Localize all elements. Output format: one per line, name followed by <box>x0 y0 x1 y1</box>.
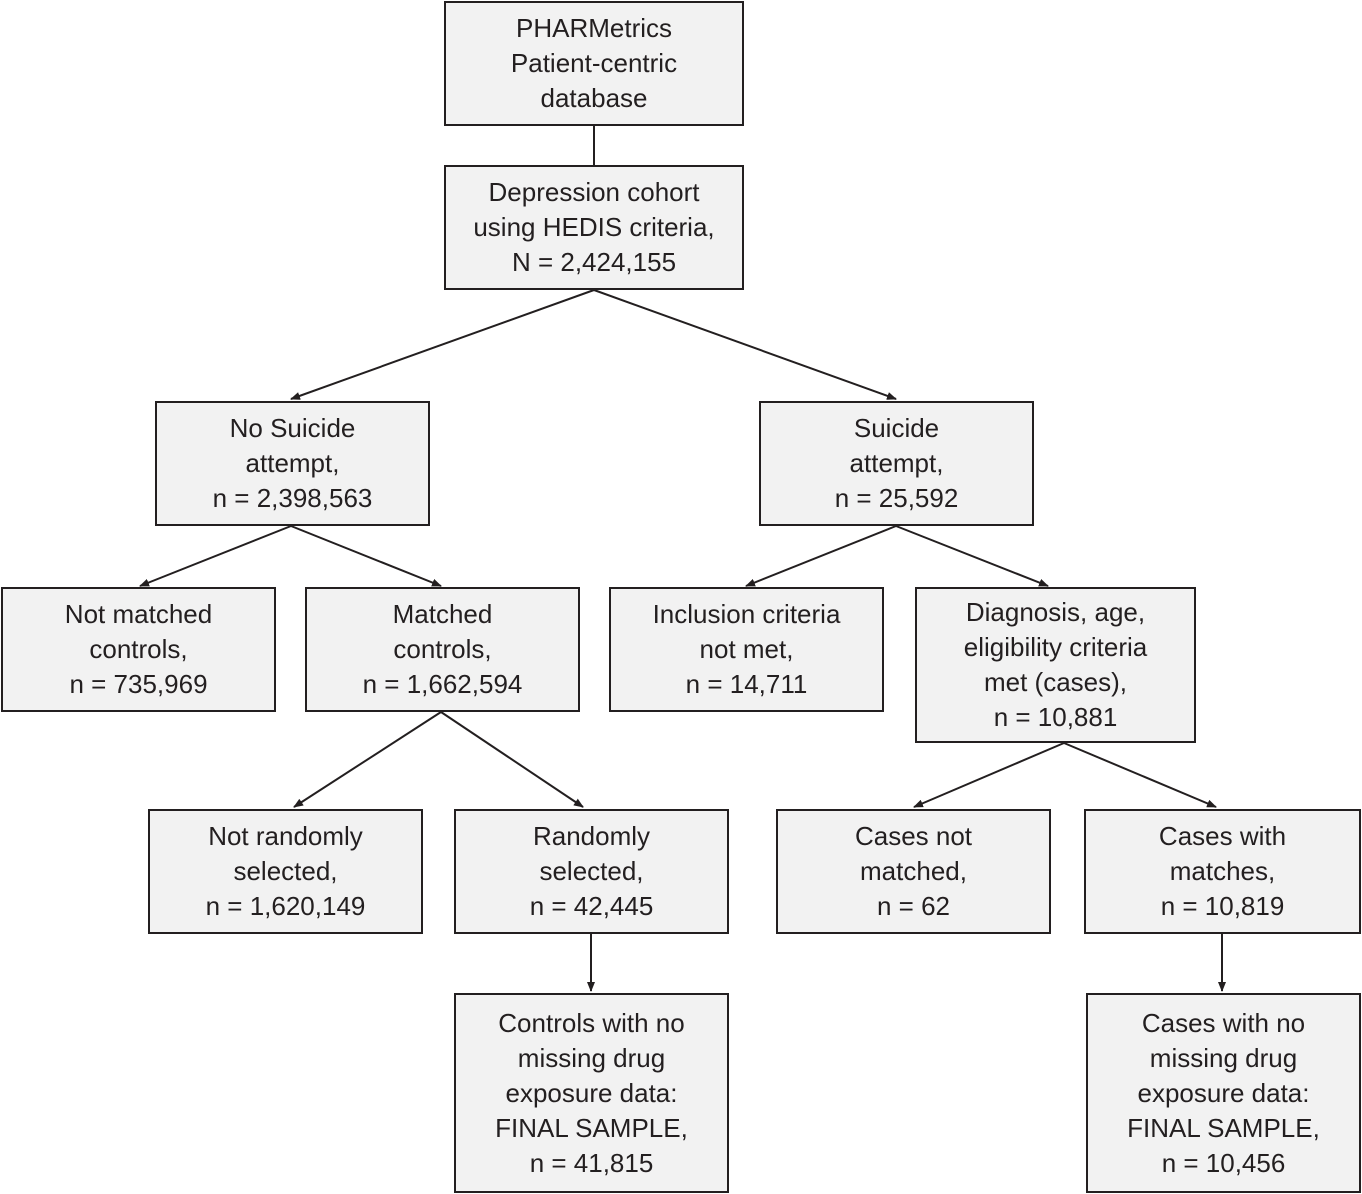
node-text-line: N = 2,424,155 <box>511 247 677 277</box>
node-randomly-selected: Randomly selected, n = 42,445 <box>454 809 729 934</box>
node-text-line: n = 14,711 <box>685 669 808 699</box>
node-text-line: Not randomly <box>208 821 363 851</box>
node-cases-final-sample: Cases with no missing drug exposure data… <box>1086 993 1361 1193</box>
node-text-line: FINAL SAMPLE, <box>495 1112 688 1143</box>
node-text-line: n = 1,620,149 <box>205 891 366 921</box>
node-text-line: n = 25,592 <box>834 483 959 513</box>
node-text-line: n = 41,815 <box>529 1147 654 1178</box>
node-cases-with-matches: Cases with matches, n = 10,819 <box>1084 809 1361 934</box>
node-matched-controls: Matched controls, n = 1,662,594 <box>305 587 580 712</box>
node-text-line: Not matched <box>64 599 213 629</box>
node-text-line: n = 42,445 <box>529 891 654 921</box>
node-text-line: Inclusion criteria <box>652 599 841 629</box>
arrow-matched-to-not-randomly <box>293 711 442 808</box>
node-text-line: matched, <box>860 856 967 886</box>
arrow-criteria-met-to-cases-with-matches <box>1063 742 1217 808</box>
arrow-no-suicide-to-not-matched <box>139 525 292 587</box>
arrow-suicide-to-criteria-met <box>895 525 1049 587</box>
node-text-line: FINAL SAMPLE, <box>1127 1112 1320 1143</box>
node-text-line: exposure data: <box>1137 1077 1310 1108</box>
node-text-line: missing drug <box>517 1042 666 1073</box>
node-text-line: attempt, <box>245 448 340 478</box>
node-text-line: n = 2,398,563 <box>212 483 373 513</box>
node-not-randomly-selected: Not randomly selected, n = 1,620,149 <box>148 809 423 934</box>
node-text-line: attempt, <box>849 448 944 478</box>
node-text-line: exposure data: <box>505 1077 678 1108</box>
node-text-line: missing drug <box>1149 1042 1298 1073</box>
node-text-line: Cases with no <box>1141 1007 1306 1038</box>
arrow-suicide-to-inclusion-not-met <box>745 525 897 587</box>
node-text-line: Cases not <box>854 821 973 851</box>
node-criteria-met-cases: Diagnosis, age, eligibility criteria met… <box>915 587 1196 743</box>
node-text-line: matches, <box>1169 856 1276 886</box>
node-controls-final-sample: Controls with no missing drug exposure d… <box>454 993 729 1193</box>
node-text-line: n = 1,662,594 <box>362 669 523 699</box>
node-text-line: Diagnosis, age, <box>965 597 1146 627</box>
node-depression-cohort: Depression cohort using HEDIS criteria, … <box>444 165 744 290</box>
node-text-line: selected, <box>539 856 644 886</box>
node-no-suicide-attempt: No Suicide attempt, n = 2,398,563 <box>155 401 430 526</box>
node-text-line: Patient-centric <box>510 48 678 78</box>
node-text-line: n = 735,969 <box>69 669 208 699</box>
node-text-line: Depression cohort <box>488 177 700 207</box>
arrow-cohort-to-no-suicide <box>290 289 595 400</box>
node-text-line: Randomly <box>532 821 651 851</box>
node-text-line: n = 10,819 <box>1160 891 1285 921</box>
node-text-line: controls, <box>89 634 188 664</box>
node-text-line: eligibility criteria <box>963 632 1148 662</box>
node-text-line: controls, <box>393 634 492 664</box>
node-text-line: Matched <box>392 599 493 629</box>
arrow-criteria-met-to-cases-not-matched <box>913 742 1065 808</box>
node-text-line: database <box>540 83 648 113</box>
arrow-cohort-to-suicide <box>593 289 897 400</box>
node-text-line: Controls with no <box>498 1007 685 1038</box>
node-cases-not-matched: Cases not matched, n = 62 <box>776 809 1051 934</box>
node-text-line: PHARMetrics <box>515 13 672 43</box>
node-text-line: not met, <box>699 634 794 664</box>
node-inclusion-criteria-not-met: Inclusion criteria not met, n = 14,711 <box>609 587 884 712</box>
arrow-matched-to-randomly <box>440 711 584 808</box>
node-text-line: met (cases), <box>983 667 1128 697</box>
node-database: PHARMetrics Patient-centric database <box>444 1 744 126</box>
arrow-no-suicide-to-matched <box>290 525 442 587</box>
node-suicide-attempt: Suicide attempt, n = 25,592 <box>759 401 1034 526</box>
node-text-line: using HEDIS criteria, <box>473 212 715 242</box>
node-not-matched-controls: Not matched controls, n = 735,969 <box>1 587 276 712</box>
node-text-line: selected, <box>233 856 338 886</box>
node-text-line: n = 10,456 <box>1161 1147 1286 1178</box>
node-text-line: n = 10,881 <box>993 702 1118 732</box>
node-text-line: n = 62 <box>876 891 950 921</box>
node-text-line: No Suicide <box>229 413 356 443</box>
node-text-line: Cases with <box>1158 821 1287 851</box>
node-text-line: Suicide <box>853 413 940 443</box>
